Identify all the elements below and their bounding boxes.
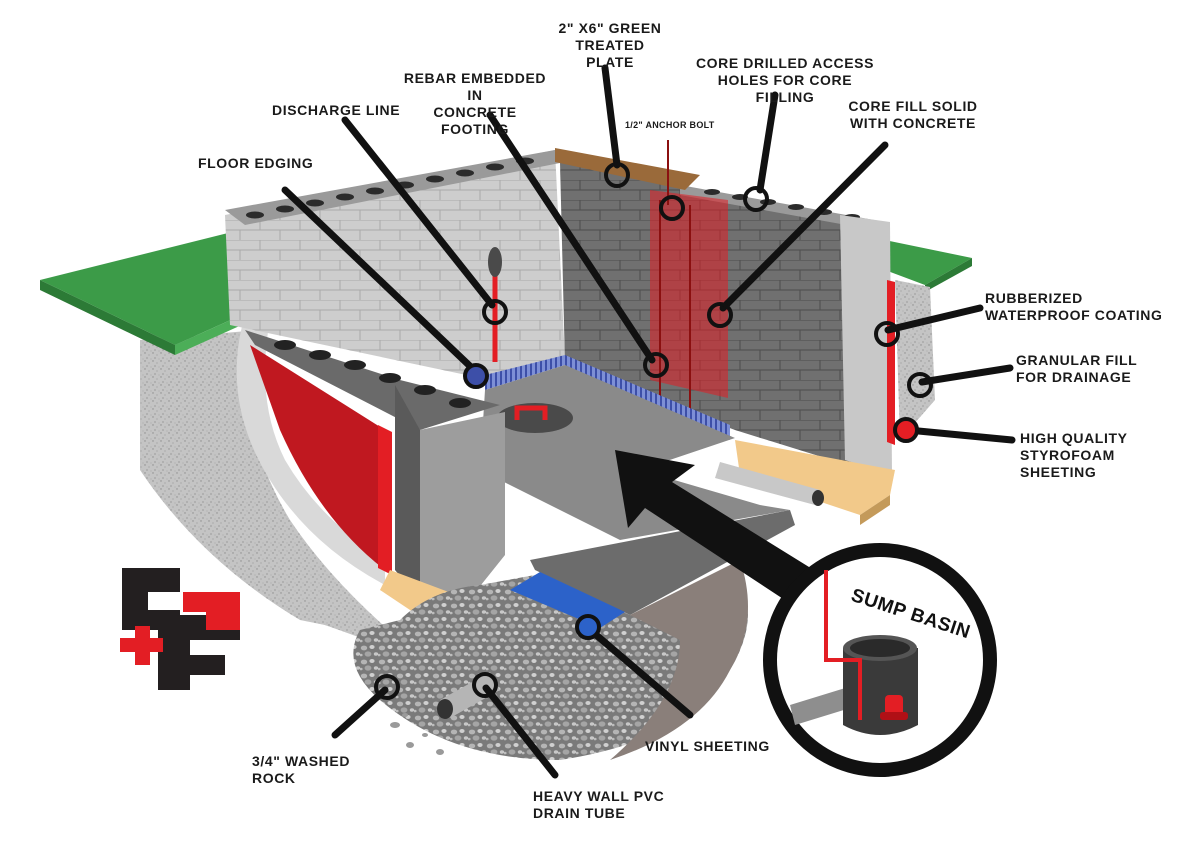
lawn-right [885, 240, 972, 285]
label-core-drilled-holes: CORE DRILLED ACCESS HOLES FOR CORE FILLI… [695, 55, 875, 105]
front-wall-top [245, 330, 500, 430]
granular-fill [895, 280, 935, 440]
soil-behind-gravel [610, 560, 748, 760]
front-wall-face [395, 385, 420, 600]
label-green-treated-plate: 2" X6" GREEN TREATED PLATE [558, 20, 662, 70]
vinyl-sheeting-blue [510, 572, 625, 628]
front-wall-holes [274, 340, 471, 408]
label-floor-edging: FLOOR EDGING [198, 155, 314, 171]
footing-right [735, 440, 895, 515]
label-washed-rock: 3/4" WASHED ROCK [252, 753, 351, 786]
front-wall-red-edge [378, 425, 392, 575]
label-vinyl-sheeting: VINYL SHEETING [645, 738, 770, 754]
pvc-tube-right [715, 462, 824, 506]
label-rubberized-coating: RUBBERIZED WATERPROOF COATING [985, 290, 1163, 323]
pointer-arrow [615, 450, 830, 610]
lawn-left [40, 230, 275, 345]
lawn-right-edge [925, 258, 972, 292]
company-logo [120, 568, 240, 690]
waterproof-strip-right [887, 280, 895, 445]
label-discharge-line: DISCHARGE LINE [272, 102, 401, 118]
discharge-outlet [488, 247, 502, 277]
front-wall-end [420, 412, 505, 605]
floor-edging-left [485, 355, 565, 390]
sump-basin-callout [763, 543, 997, 777]
loose-rocks [390, 713, 444, 755]
pvc-tube [437, 672, 500, 719]
label-rebar: REBAR EMBEDDED IN CONCRETE FOOTING [403, 70, 547, 137]
front-wall-red-coating [250, 345, 385, 570]
label-core-fill: CORE FILL SOLID WITH CONCRETE [848, 98, 978, 131]
label-styrofoam: HIGH QUALITY STYROFOAM SHEETING [1020, 430, 1128, 480]
right-wall-end [840, 215, 892, 475]
soil-mass-left [140, 330, 400, 640]
leader-lines [281, 64, 1016, 779]
label-anchor-bolt: 1/2" ANCHOR BOLT [625, 120, 715, 130]
label-pvc-drain: HEAVY WALL PVC DRAIN TUBE [533, 788, 665, 821]
footing-right-side [860, 495, 890, 525]
soil-curve-left [236, 315, 385, 585]
lawn-left-edge [40, 280, 175, 355]
callout-rings [374, 162, 933, 700]
back-wall-right-top [680, 185, 885, 232]
label-granular-fill: GRANULAR FILL FOR DRAINAGE [1016, 352, 1138, 385]
